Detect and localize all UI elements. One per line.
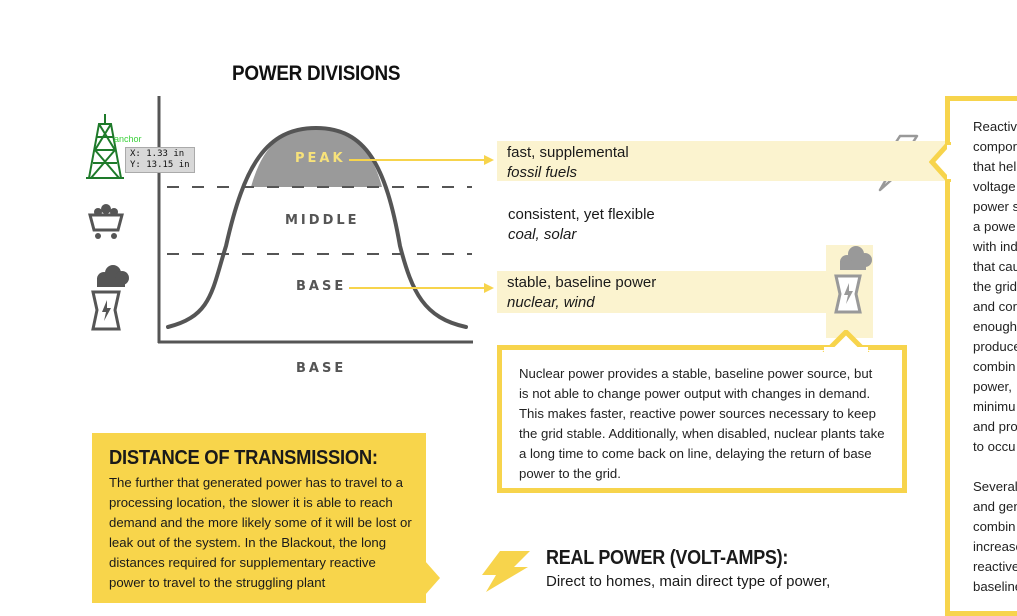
- side-line: compor: [973, 139, 1017, 154]
- coordinate-tooltip: X: 1.33 in Y: 13.15 in: [125, 147, 195, 173]
- peak-region: [251, 128, 382, 187]
- side-paragraph-2: Several and gen combin increase reactive…: [973, 477, 1017, 597]
- peak-sub: fossil fuels: [507, 164, 578, 181]
- side-line: a powe: [973, 219, 1016, 234]
- tooltip-x: X: 1.33 in: [130, 149, 185, 159]
- tooltip-y: Y: 13.15 in: [130, 160, 190, 170]
- middle-label: MIDDLE: [285, 213, 360, 228]
- side-line: and pro: [973, 419, 1017, 434]
- x-axis-label: BASE: [296, 361, 347, 376]
- side-line: power s: [973, 199, 1017, 214]
- distance-title: DISTANCE OF TRANSMISSION:: [109, 447, 378, 469]
- side-line: with ind: [973, 239, 1017, 254]
- side-line: combin: [973, 359, 1016, 374]
- side-line: baseline: [973, 579, 1017, 594]
- side-line: and cor: [973, 299, 1017, 314]
- power-divisions-diagram: [86, 96, 919, 592]
- side-line: minimu: [973, 399, 1016, 414]
- base-description: stable, baseline power nuclear, wind: [497, 271, 826, 313]
- distance-pointer: [425, 561, 440, 595]
- transmission-tower-icon: [86, 114, 124, 179]
- base-label: BASE: [296, 279, 347, 294]
- side-line: the grid: [973, 279, 1017, 294]
- real-power-title: REAL POWER (VOLT-AMPS):: [546, 547, 789, 569]
- side-line: combin: [973, 519, 1016, 534]
- side-line: and gen: [973, 499, 1017, 514]
- side-paragraph-1: Reactiv compor that hel voltage power s …: [973, 117, 1017, 457]
- side-line: Several: [973, 479, 1017, 494]
- side-line: that cau: [973, 259, 1017, 274]
- side-line: increase: [973, 539, 1017, 554]
- reactive-power-panel: Reactiv compor that hel voltage power s …: [945, 96, 1017, 616]
- side-line: enough: [973, 319, 1017, 334]
- side-line: that hel: [973, 159, 1017, 174]
- middle-text: consistent, yet flexible: [508, 206, 655, 223]
- peak-text: fast, supplemental: [507, 144, 629, 161]
- nuclear-plant-icon-right: [826, 245, 873, 338]
- base-sub: nuclear, wind: [507, 294, 595, 311]
- side-line: to occu: [973, 439, 1016, 454]
- side-line: produce: [973, 339, 1017, 354]
- side-line: power,: [973, 379, 1012, 394]
- nuclear-box-pointer: [822, 330, 870, 352]
- peak-description: fast, supplemental fossil fuels: [497, 141, 920, 181]
- real-power-lightning-icon: [482, 551, 530, 592]
- peak-label: PEAK: [295, 151, 346, 166]
- nuclear-info-text: Nuclear power provides a stable, baselin…: [519, 366, 885, 481]
- real-power-text: Direct to homes, main direct type of pow…: [546, 573, 831, 590]
- nuclear-plant-icon: [91, 265, 129, 331]
- distance-text: The further that generated power has to …: [109, 475, 412, 590]
- side-line: Reactiv: [973, 119, 1017, 134]
- side-line: reactive: [973, 559, 1017, 574]
- nuclear-info-box: Nuclear power provides a stable, baselin…: [497, 345, 907, 493]
- side-panel-pointer: [929, 142, 951, 182]
- anchor-label: anchor: [114, 134, 142, 144]
- middle-description: consistent, yet flexible coal, solar: [508, 205, 655, 245]
- page-title: POWER DIVISIONS: [232, 62, 401, 85]
- middle-sub: coal, solar: [508, 226, 577, 243]
- side-line: voltage: [973, 179, 1016, 194]
- demand-curve: [166, 125, 468, 329]
- distance-panel: DISTANCE OF TRANSMISSION: The further th…: [92, 433, 426, 603]
- base-text: stable, baseline power: [507, 274, 657, 291]
- coal-cart-icon: [88, 204, 124, 239]
